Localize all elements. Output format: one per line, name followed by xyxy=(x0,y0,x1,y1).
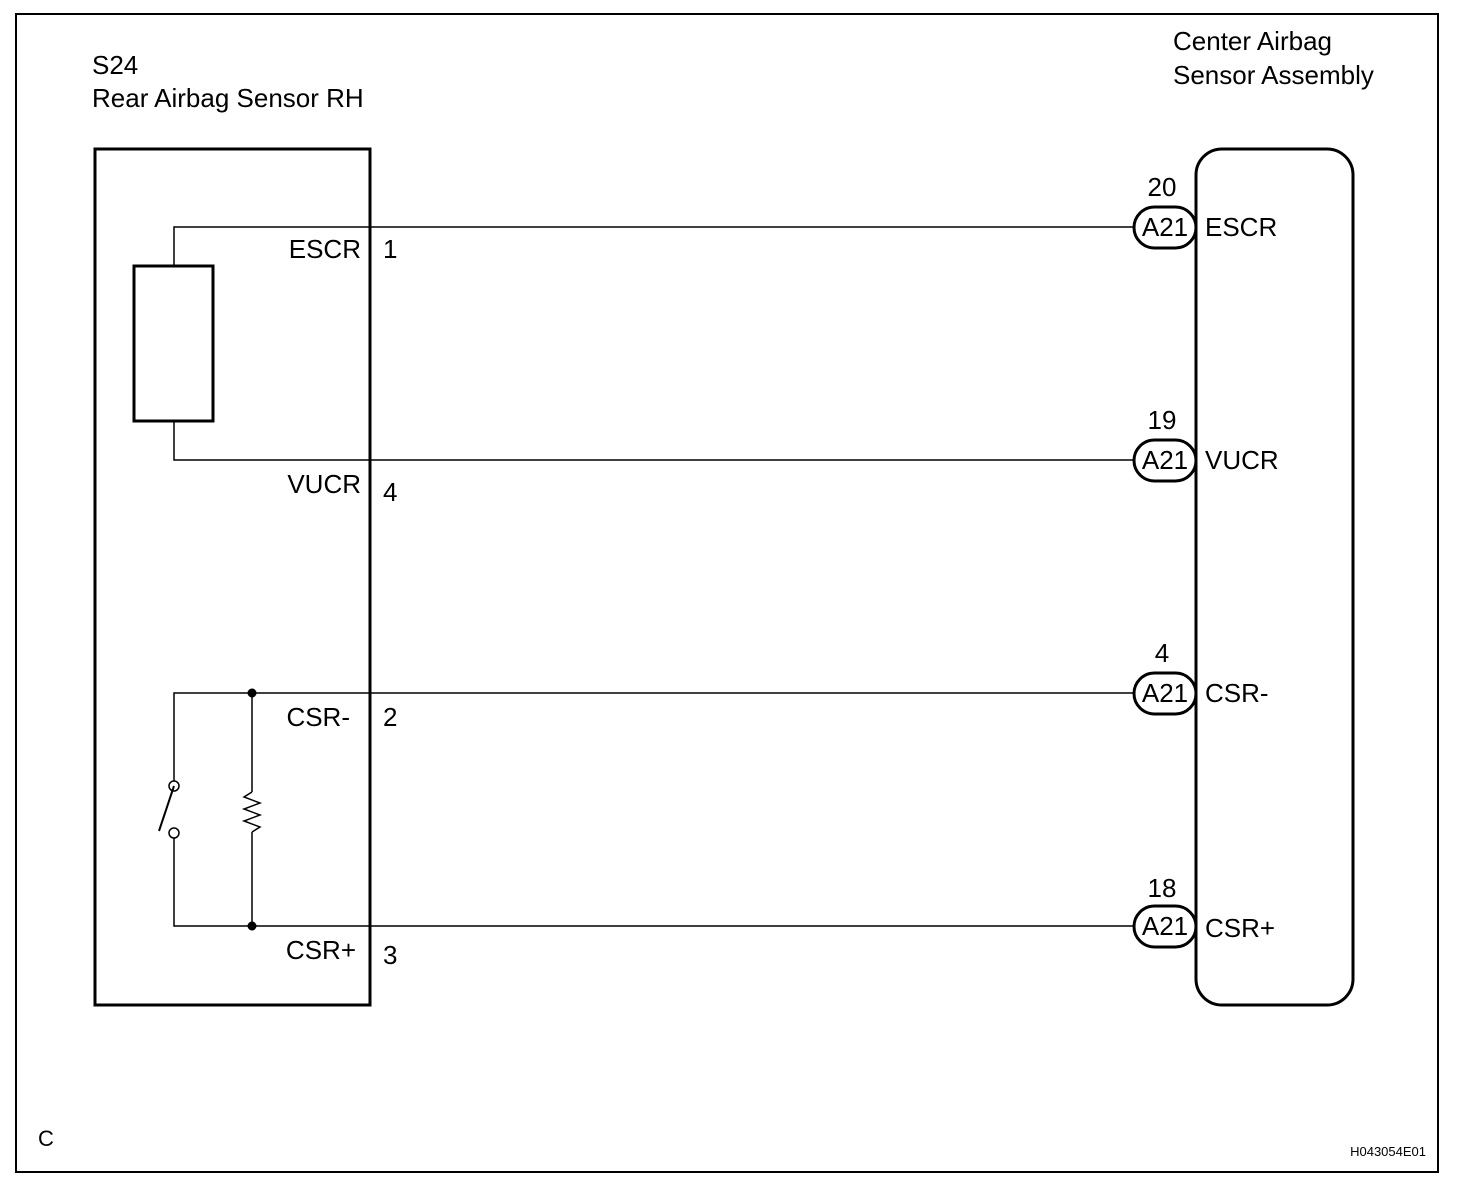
left-component-box xyxy=(93,147,372,1007)
right-pin-label-csr-minus: CSR- xyxy=(1205,678,1269,708)
right-pin-label-escr: ESCR xyxy=(1205,212,1277,242)
junction-dots xyxy=(247,688,257,931)
connector-code-escr: A21 xyxy=(1142,212,1188,242)
figure-code: H043054E01 xyxy=(1350,1144,1426,1159)
connector-oval-csr-plus xyxy=(1132,904,1198,949)
left-pin-label-vucr: VUCR xyxy=(287,469,361,499)
right-pin-number-csr-plus: 18 xyxy=(1148,873,1177,903)
right-component-name-line1: Center Airbag xyxy=(1173,26,1332,56)
left-component-code: S24 xyxy=(92,50,138,80)
left-pin-label-csr-minus: CSR- xyxy=(286,702,350,732)
right-component-name-line2: Sensor Assembly xyxy=(1173,60,1374,90)
right-pin-number-vucr: 19 xyxy=(1148,405,1177,435)
safing-switch-circuit xyxy=(173,692,370,927)
left-pin-label-csr-plus: CSR+ xyxy=(286,935,356,965)
sensor-element xyxy=(132,226,370,461)
right-pin-label-csr-plus: CSR+ xyxy=(1205,913,1275,943)
right-component-box xyxy=(1194,147,1355,1007)
connector-code-csr-plus: A21 xyxy=(1142,911,1188,941)
left-pin-number-csr-plus: 3 xyxy=(383,940,397,970)
wires xyxy=(370,226,1133,927)
left-pin-number-csr-minus: 2 xyxy=(383,702,397,732)
corner-letter: C xyxy=(38,1126,54,1151)
connector-code-csr-minus: A21 xyxy=(1142,678,1188,708)
connector-code-vucr: A21 xyxy=(1142,445,1188,475)
right-pin-number-escr: 20 xyxy=(1148,172,1177,202)
connector-oval-vucr xyxy=(1132,438,1198,483)
connector-oval-escr xyxy=(1132,205,1198,250)
left-pin-label-escr: ESCR xyxy=(289,234,361,264)
switch-icon xyxy=(158,780,180,839)
left-pin-number-escr: 1 xyxy=(383,234,397,264)
left-component-name: Rear Airbag Sensor RH xyxy=(92,83,364,113)
left-pin-number-vucr: 4 xyxy=(383,477,397,507)
connector-ovals xyxy=(1132,205,1198,949)
connector-oval-csr-minus xyxy=(1132,671,1198,716)
right-pin-number-csr-minus: 4 xyxy=(1155,638,1169,668)
right-pin-label-vucr: VUCR xyxy=(1205,445,1279,475)
diagram-frame xyxy=(15,13,1439,1173)
